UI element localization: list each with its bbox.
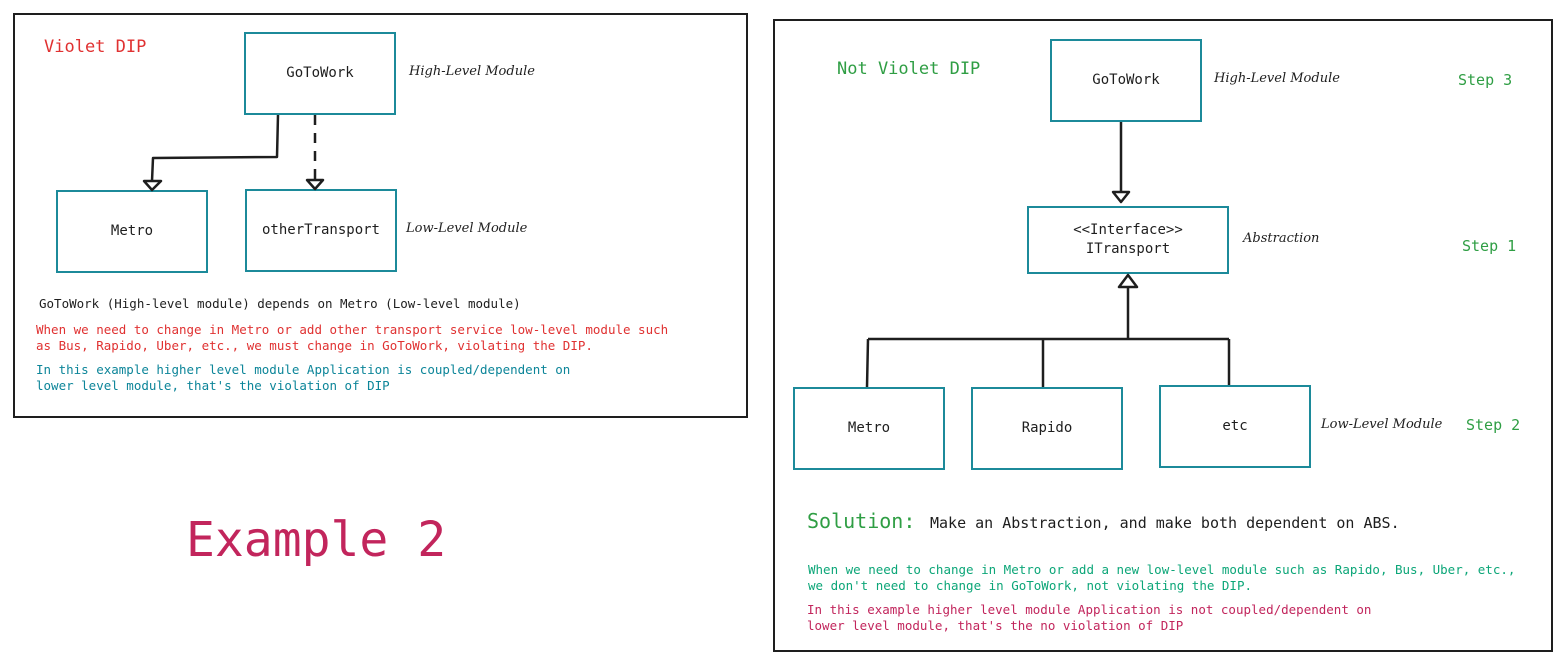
interface-name: ITransport	[1085, 241, 1171, 257]
arrow-gotowork-to-metro	[150, 114, 280, 182]
itransport-interface-box: <<Interface>> ITransport	[1027, 206, 1229, 274]
arrowhead-inheritance	[1117, 273, 1139, 289]
arrowhead-interface	[1111, 190, 1131, 204]
no-violation-title: Not Violet DIP	[837, 59, 981, 79]
violation-title: Violet DIP	[44, 37, 147, 57]
step-2-label: Step 2	[1466, 416, 1521, 434]
interface-stereotype: <<Interface>>	[1073, 222, 1183, 239]
arrowhead-metro	[142, 179, 163, 192]
solution-text: Make an Abstraction, and make both depen…	[930, 514, 1400, 532]
metro-box-right: Metro	[793, 387, 945, 470]
low-level-label-right: Low-Level Module	[1321, 417, 1443, 432]
rapido-box: Rapido	[971, 387, 1123, 470]
impl-metro-line	[865, 338, 870, 388]
gotowork-box-right: GoToWork	[1050, 39, 1202, 122]
solution-benefit-text: When we need to change in Metro or add a…	[808, 562, 1516, 593]
step-3-label: Step 3	[1458, 71, 1513, 89]
high-level-label-right: High-Level Module	[1214, 71, 1340, 86]
violation-coupling-text: In this example higher level module Appl…	[36, 362, 571, 393]
violation-warning-text: When we need to change in Metro or add o…	[36, 322, 669, 353]
arrowhead-other	[305, 178, 325, 191]
solution-heading: Solution:	[807, 509, 916, 533]
example-label: Example 2	[186, 512, 447, 568]
solution-coupling-text: In this example higher level module Appl…	[807, 602, 1372, 633]
dependency-text: GoToWork (High-level module) depends on …	[39, 296, 521, 311]
metro-box-left: Metro	[56, 190, 208, 273]
etc-box: etc	[1159, 385, 1311, 468]
low-level-label-left: Low-Level Module	[406, 221, 528, 236]
gotowork-box-left: GoToWork	[244, 32, 396, 115]
other-transport-box: otherTransport	[245, 189, 397, 272]
step-1-label: Step 1	[1462, 237, 1517, 255]
solution-panel	[773, 19, 1553, 652]
abstraction-label: Abstraction	[1243, 231, 1320, 246]
high-level-label-left: High-Level Module	[409, 64, 535, 79]
violation-panel	[13, 13, 748, 418]
